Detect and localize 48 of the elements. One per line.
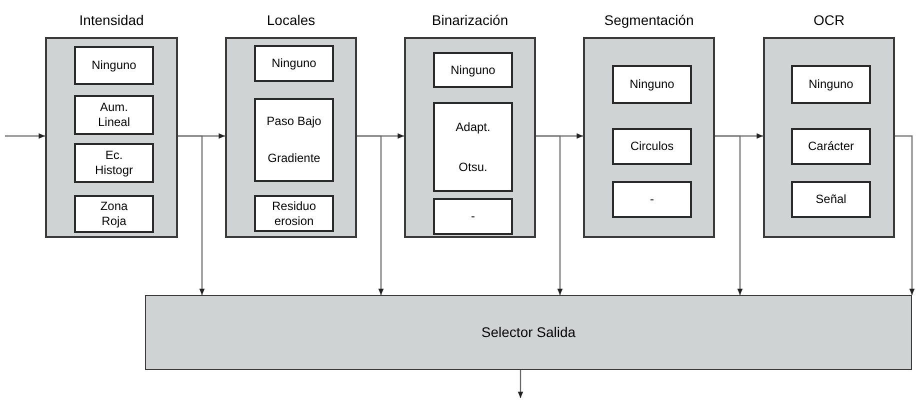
option-label: Ninguno <box>630 77 674 92</box>
option-label: Otsu. <box>458 160 488 174</box>
option-label: Gradiente <box>268 151 320 166</box>
arrow <box>518 370 524 398</box>
option-box <box>74 46 154 85</box>
stage-title: Segmentación <box>604 11 694 30</box>
option-label: Aum. Lineal <box>96 100 132 130</box>
option-box <box>612 181 692 218</box>
stage-title: Locales <box>266 11 316 30</box>
option-box <box>791 65 871 104</box>
option-box <box>74 143 154 183</box>
arrow <box>5 133 45 139</box>
option-label: Adapt. <box>456 120 490 134</box>
option-box <box>254 195 334 232</box>
arrow <box>536 135 563 295</box>
option-label: Paso Bajo <box>266 114 322 129</box>
option-label: Residuo erosion <box>270 198 318 228</box>
option-label: Ec. Histogr <box>94 148 134 178</box>
option-label: Ninguno <box>92 58 136 73</box>
stage-title: OCR <box>813 11 845 30</box>
stage-title: Binarización <box>432 11 508 30</box>
selector-label: Selector Salida <box>481 323 576 342</box>
option-box <box>254 98 334 182</box>
arrow <box>178 135 205 295</box>
option-box <box>791 181 871 218</box>
option-box <box>433 52 513 88</box>
arrow <box>895 135 915 295</box>
option-box <box>791 128 871 165</box>
arrow <box>357 135 384 295</box>
option-label: Zona Roja <box>99 199 129 229</box>
option-label: - <box>650 192 654 207</box>
option-box <box>433 102 513 192</box>
option-label: Carácter <box>808 139 854 154</box>
option-label: - <box>471 209 475 224</box>
arrow <box>715 135 743 295</box>
stage-title: Intensidad <box>79 11 144 30</box>
option-box <box>612 128 692 165</box>
option-label: Ninguno <box>808 77 854 92</box>
option-box <box>74 95 154 135</box>
option-label: Ninguno <box>450 62 496 78</box>
option-box <box>74 195 154 233</box>
option-label: Señal <box>816 192 846 207</box>
option-label: Circulos <box>630 139 674 154</box>
option-box <box>612 65 692 104</box>
option-box <box>433 198 513 235</box>
option-label: Ninguno <box>272 56 316 71</box>
selector-box <box>145 295 912 370</box>
option-box <box>254 45 334 82</box>
